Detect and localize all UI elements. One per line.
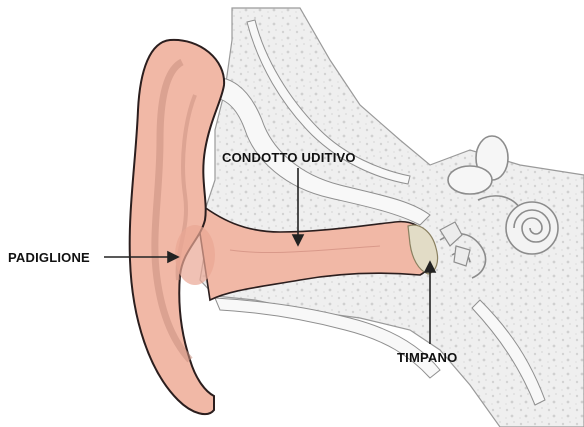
ear-canal-label: CONDOTTO UDITIVO [222, 150, 356, 165]
pinna-label: PADIGLIONE [8, 250, 90, 265]
eardrum-label: TIMPANO [397, 350, 457, 365]
